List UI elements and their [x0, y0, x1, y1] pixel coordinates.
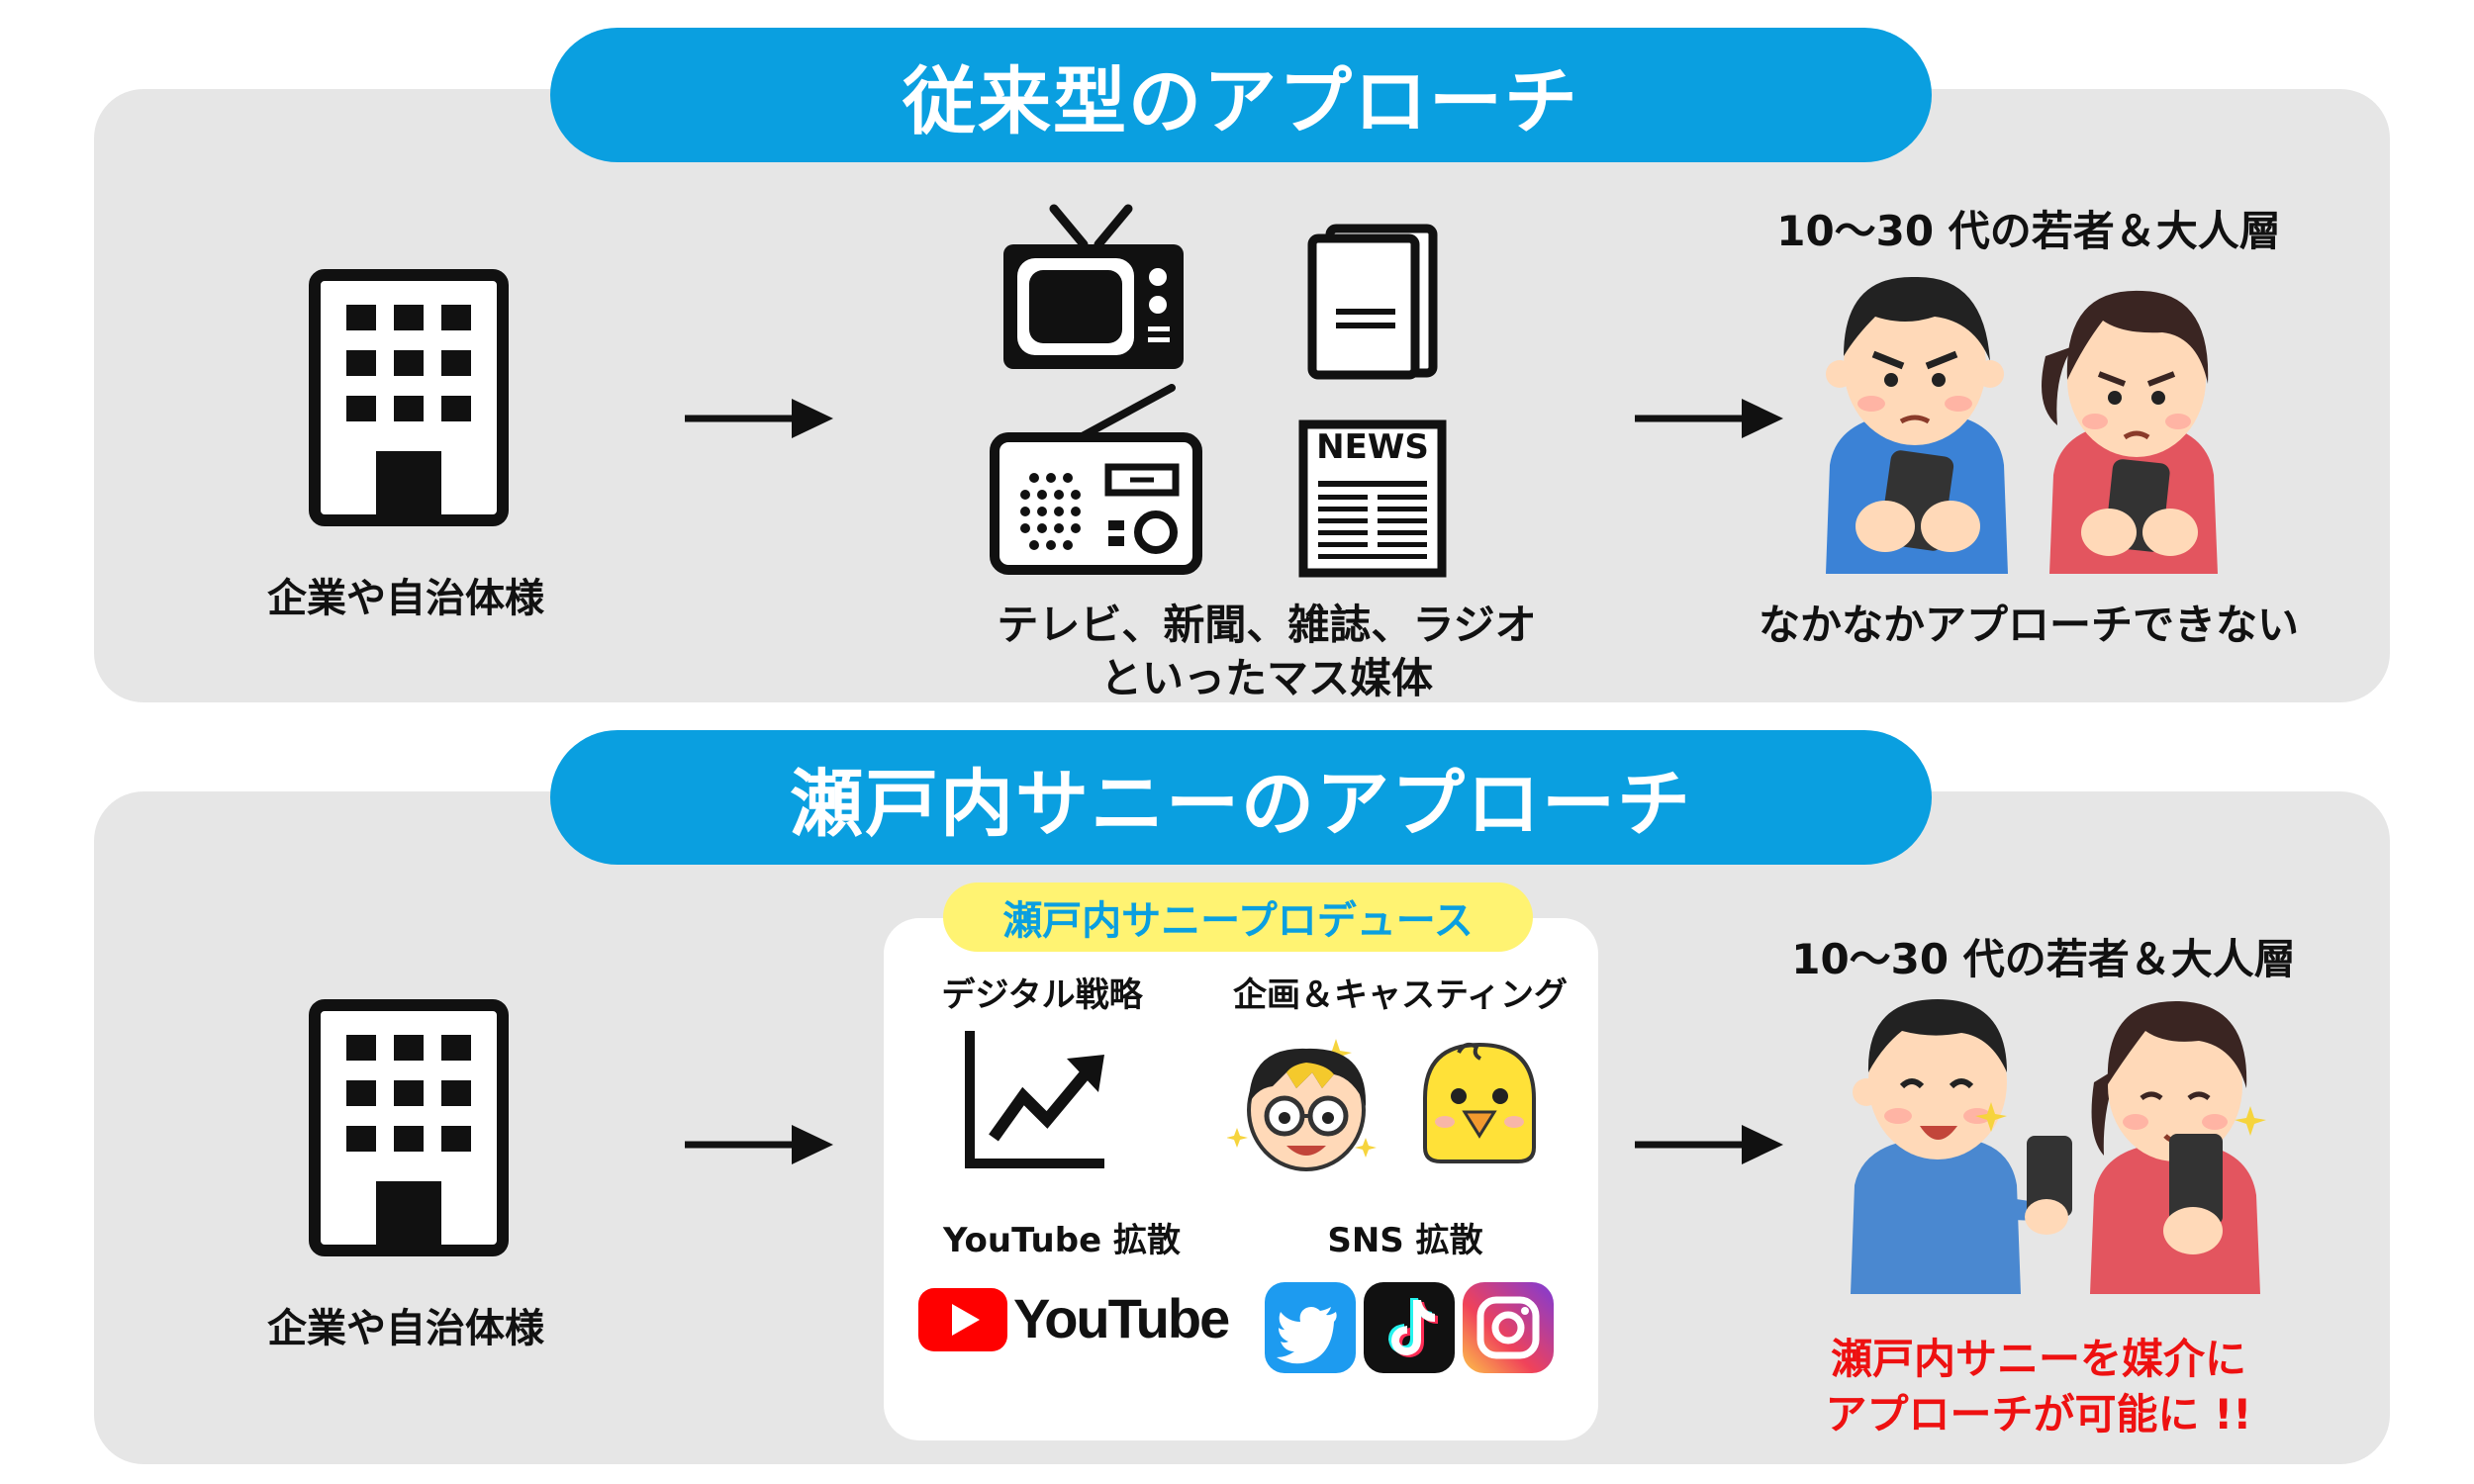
radio-icon: [990, 384, 1202, 575]
building-icon: [309, 269, 509, 526]
digital-strategy-label: デジタル戦略: [941, 975, 1143, 1015]
result-line2: アプローチが可能に !!: [1825, 1390, 2252, 1438]
tiktok-icon: [1364, 1282, 1455, 1373]
building-icon: [309, 999, 509, 1256]
audience-title: 10〜30 代の若者＆大人層: [1776, 207, 2281, 255]
sunny-title: 瀬戸内サニーのアプローチ: [550, 730, 1932, 865]
audience-title: 10〜30 代の若者＆大人層: [1791, 935, 2296, 983]
produce-badge: 瀬戸内サニープロデュース: [943, 882, 1533, 952]
growth-chart-icon: [965, 1031, 1104, 1168]
media-label-line2: といったマス媒体: [1099, 654, 1433, 702]
youtube-wordmark: YouTube: [1013, 1287, 1230, 1349]
casting-label: 企画＆キャスティング: [1233, 975, 1568, 1015]
smiling-man-phone-illustration: [1851, 999, 2072, 1294]
result-label: なかなかアプローチできない: [1758, 601, 2299, 649]
result-line1: 瀬戸内サニーを媒介に: [1830, 1335, 2246, 1383]
news-text: NEWS: [1316, 427, 1429, 467]
arrow-right-icon: [1635, 1125, 1783, 1164]
source-label: 企業や自治体様: [267, 576, 544, 621]
young-woman-phone-illustration: [2042, 290, 2218, 574]
youtube-spread-label: YouTube 拡散: [943, 1221, 1181, 1260]
host-character-icon: [1227, 1039, 1377, 1171]
chick-mascot-icon: [1423, 1042, 1536, 1163]
arrow-right-icon: [1635, 399, 1783, 438]
media-label-line1: テレビ、新聞、雑誌、ラジオ: [997, 601, 1537, 649]
arrow-right-icon: [685, 399, 833, 438]
smiling-woman-phone-illustration: [2090, 1000, 2266, 1294]
instagram-icon: [1463, 1282, 1554, 1373]
youtube-logo-icon: [918, 1288, 1007, 1351]
young-man-phone-illustration: [1826, 276, 2008, 574]
tv-icon: [1003, 204, 1184, 369]
arrow-right-icon: [685, 1125, 833, 1164]
twitter-icon: [1265, 1282, 1356, 1373]
source-label: 企業や自治体様: [267, 1306, 544, 1351]
sns-spread-label: SNS 拡散: [1327, 1221, 1483, 1260]
traditional-title: 従来型のアプローチ: [550, 28, 1932, 162]
newspaper-icon: [1298, 419, 1447, 578]
magazine-icon: [1307, 224, 1438, 380]
